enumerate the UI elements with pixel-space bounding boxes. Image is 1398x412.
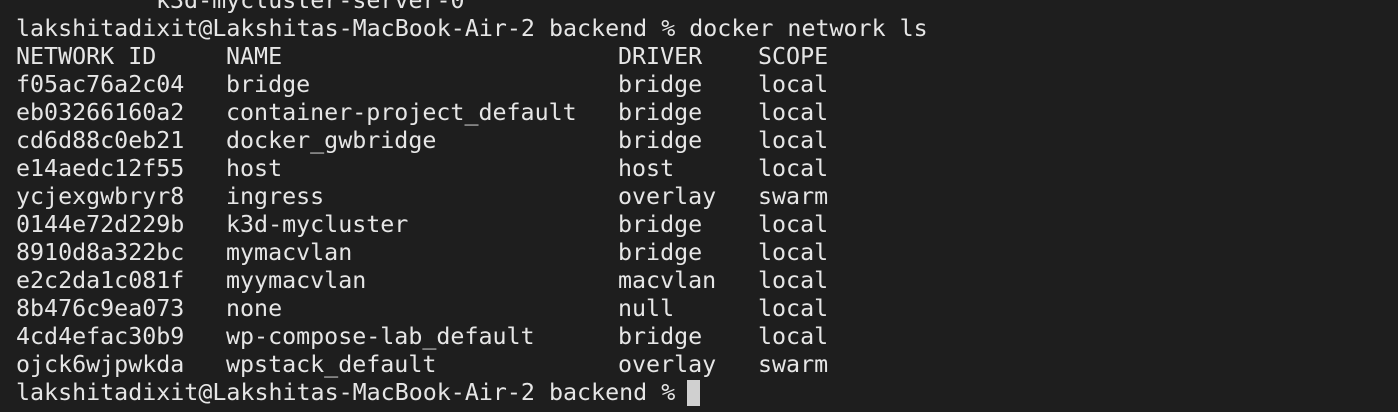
table-row: 8910d8a322bc mymacvlan bridge local: [16, 239, 1386, 267]
network-id-cell: 8b476c9ea073: [16, 295, 185, 322]
table-row: 8b476c9ea073 none null local: [16, 295, 1386, 323]
network-id-cell: 0144e72d229b: [16, 211, 185, 238]
name-cell: ingress: [226, 183, 325, 210]
driver-cell: bridge: [618, 99, 703, 126]
driver-cell: host: [618, 155, 675, 182]
driver-cell: null: [618, 295, 675, 322]
shell-prompt: lakshitadixit@Lakshitas-MacBook-Air-2 ba…: [16, 15, 676, 42]
scope-cell: local: [758, 295, 829, 322]
name-cell: k3d-mycluster: [226, 211, 409, 238]
name-cell: none: [226, 295, 283, 322]
driver-cell: bridge: [618, 239, 703, 266]
scope-cell: local: [758, 211, 829, 238]
name-cell: wp-compose-lab_default: [226, 323, 535, 350]
scope-cell: local: [758, 99, 829, 126]
active-prompt-line[interactable]: lakshitadixit@Lakshitas-MacBook-Air-2 ba…: [16, 379, 1386, 407]
table-row: e2c2da1c081f myymacvlan macvlan local: [16, 267, 1386, 295]
network-id-cell: cd6d88c0eb21: [16, 127, 185, 154]
scope-cell: swarm: [758, 351, 829, 378]
scope-cell: local: [758, 267, 829, 294]
name-cell: mymacvlan: [226, 239, 353, 266]
table-row: cd6d88c0eb21 docker_gwbridge bridge local: [16, 127, 1386, 155]
table-row: 0144e72d229b k3d-mycluster bridge local: [16, 211, 1386, 239]
scope-cell: swarm: [758, 183, 829, 210]
table-row: e14aedc12f55 host host local: [16, 155, 1386, 183]
network-id-cell: ycjexgwbryr8: [16, 183, 185, 210]
driver-cell: bridge: [618, 71, 703, 98]
driver-cell: macvlan: [618, 267, 717, 294]
scope-cell: local: [758, 239, 829, 266]
driver-cell: overlay: [618, 351, 717, 378]
name-cell: docker_gwbridge: [226, 127, 437, 154]
command-line: lakshitadixit@Lakshitas-MacBook-Air-2 ba…: [16, 15, 1386, 43]
network-id-cell: e2c2da1c081f: [16, 267, 185, 294]
shell-prompt: lakshitadixit@Lakshitas-MacBook-Air-2 ba…: [16, 379, 676, 406]
table-row: f05ac76a2c04 bridge bridge local: [16, 71, 1386, 99]
name-cell: myymacvlan: [226, 267, 367, 294]
network-id-cell: e14aedc12f55: [16, 155, 185, 182]
previous-output-text: k3d-mycluster-server-0: [156, 0, 465, 14]
scope-cell: local: [758, 127, 829, 154]
driver-cell: bridge: [618, 211, 703, 238]
network-id-cell: ojck6wjpwkda: [16, 351, 185, 378]
driver-cell: bridge: [618, 323, 703, 350]
text-cursor: [687, 380, 701, 406]
header-name: NAME: [226, 43, 283, 70]
network-id-cell: f05ac76a2c04: [16, 71, 185, 98]
table-header: NETWORK ID NAME DRIVER SCOPE: [16, 43, 1386, 71]
name-cell: container-project_default: [226, 99, 577, 126]
driver-cell: bridge: [618, 127, 703, 154]
table-row: ycjexgwbryr8 ingress overlay swarm: [16, 183, 1386, 211]
table-row: ojck6wjpwkda wpstack_default overlay swarm: [16, 351, 1386, 379]
scope-cell: local: [758, 155, 829, 182]
scope-cell: local: [758, 323, 829, 350]
driver-cell: overlay: [618, 183, 717, 210]
table-row: eb03266160a2 container-project_default bri…: [16, 99, 1386, 127]
name-cell: wpstack_default: [226, 351, 437, 378]
header-network-id: NETWORK ID: [16, 43, 157, 70]
command-text: docker network ls: [689, 15, 928, 42]
name-cell: host: [226, 155, 283, 182]
network-id-cell: 4cd4efac30b9: [16, 323, 185, 350]
header-driver: DRIVER: [618, 43, 703, 70]
previous-output-line: k3d-mycluster-server-0: [16, 0, 1386, 15]
network-id-cell: eb03266160a2: [16, 99, 185, 126]
scope-cell: local: [758, 71, 829, 98]
name-cell: bridge: [226, 71, 311, 98]
network-id-cell: 8910d8a322bc: [16, 239, 185, 266]
table-row: 4cd4efac30b9 wp-compose-lab_default bridge…: [16, 323, 1386, 351]
terminal-output[interactable]: k3d-mycluster-server-0 lakshitadixit@Lak…: [16, 0, 1386, 407]
header-scope: SCOPE: [758, 43, 829, 70]
